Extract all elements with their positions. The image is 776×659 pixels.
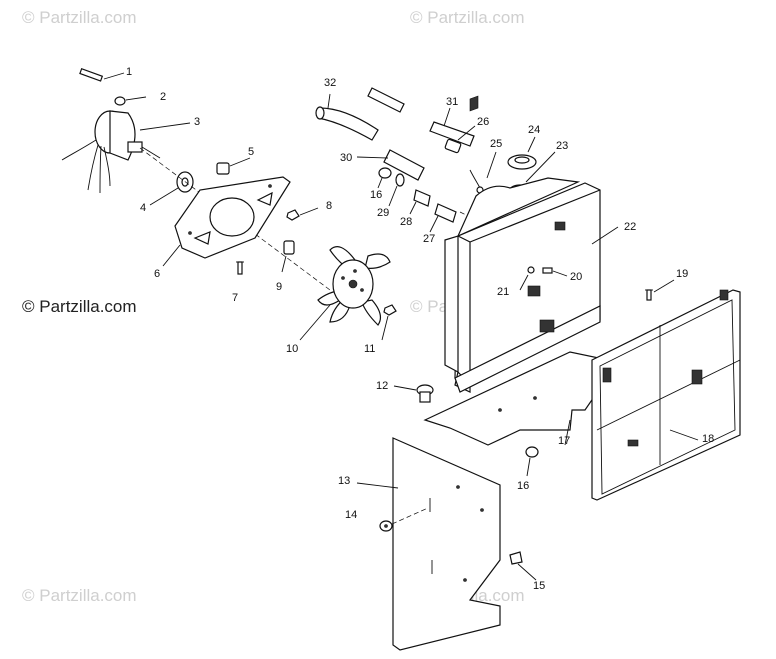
part-21-grommet	[519, 266, 535, 291]
callout-1: 1	[126, 66, 133, 78]
part-8-nut	[286, 207, 319, 221]
callout-2: 2	[160, 91, 167, 103]
part-12-grommet	[393, 384, 434, 403]
part-16-clamp-lower	[525, 446, 539, 477]
callout-6: 6	[154, 268, 161, 280]
callout-24: 24	[528, 124, 541, 136]
callout-7: 7	[232, 292, 239, 304]
part-10-fan	[299, 246, 391, 341]
callout-11: 11	[364, 343, 376, 355]
part-9-spacer	[281, 240, 295, 273]
part-11-nut	[381, 304, 397, 341]
part-7-screw	[236, 261, 244, 275]
callout-32: 32	[324, 77, 337, 89]
part-20-bolt	[542, 267, 568, 277]
callout-22: 22	[624, 221, 637, 233]
callout-23: 23	[556, 140, 569, 152]
part-24-cap	[507, 136, 537, 170]
part-22-radiator	[444, 95, 619, 393]
callout-15: 15	[533, 580, 546, 592]
callout-29: 29	[377, 207, 390, 219]
part-18-screen	[591, 289, 741, 501]
part-13-side-panel	[356, 437, 501, 651]
callout-19: 19	[676, 268, 689, 280]
part-14-grommet	[379, 507, 429, 532]
watermark-top-right: © Partzilla.com	[410, 8, 525, 27]
callout-28: 28	[400, 216, 413, 228]
part-5-spacer	[216, 157, 251, 175]
callout-16-upper: 16	[370, 189, 383, 201]
part-29-clamp	[388, 173, 405, 207]
part-15-fastener	[509, 551, 537, 581]
part-2-washer	[114, 96, 147, 106]
part-31-hose	[429, 107, 475, 147]
callout-8: 8	[326, 200, 333, 212]
part-25-clip	[469, 151, 497, 194]
watermark-middle-left: © Partzilla.com	[22, 297, 137, 316]
part-4-hub	[149, 171, 194, 206]
callout-5: 5	[248, 146, 255, 158]
callout-9: 9	[276, 281, 283, 293]
part-3-motor	[61, 110, 191, 194]
callout-16-lower: 16	[517, 480, 530, 492]
part-26-clamp	[444, 125, 476, 154]
callout-3: 3	[194, 116, 201, 128]
part-hose-segment	[367, 87, 405, 113]
watermark-top-left: © Partzilla.com	[22, 8, 137, 27]
part-6-bracket	[162, 176, 291, 267]
callout-13: 13	[338, 475, 351, 487]
callout-26: 26	[477, 116, 490, 128]
part-28-fitting	[409, 189, 431, 215]
callout-14: 14	[345, 509, 358, 521]
part-27-fitting	[429, 203, 457, 233]
callout-12: 12	[376, 380, 389, 392]
part-17-tray	[423, 351, 620, 446]
callout-18: 18	[702, 433, 715, 445]
callout-31: 31	[446, 96, 459, 108]
part-16-clamp-upper	[377, 167, 392, 189]
callout-21: 21	[497, 286, 510, 298]
watermark-bottom-left: © Partzilla.com	[22, 586, 137, 605]
callout-30: 30	[340, 152, 353, 164]
part-32-hose	[315, 93, 379, 141]
callout-27: 27	[423, 233, 436, 245]
callout-25: 25	[490, 138, 503, 150]
callout-10: 10	[286, 343, 299, 355]
callout-4: 4	[140, 202, 147, 214]
callout-20: 20	[570, 271, 583, 283]
callout-17: 17	[558, 435, 571, 447]
part-19-screw	[645, 279, 675, 301]
part-30-hose	[356, 149, 425, 181]
part-1-screw	[79, 67, 125, 82]
